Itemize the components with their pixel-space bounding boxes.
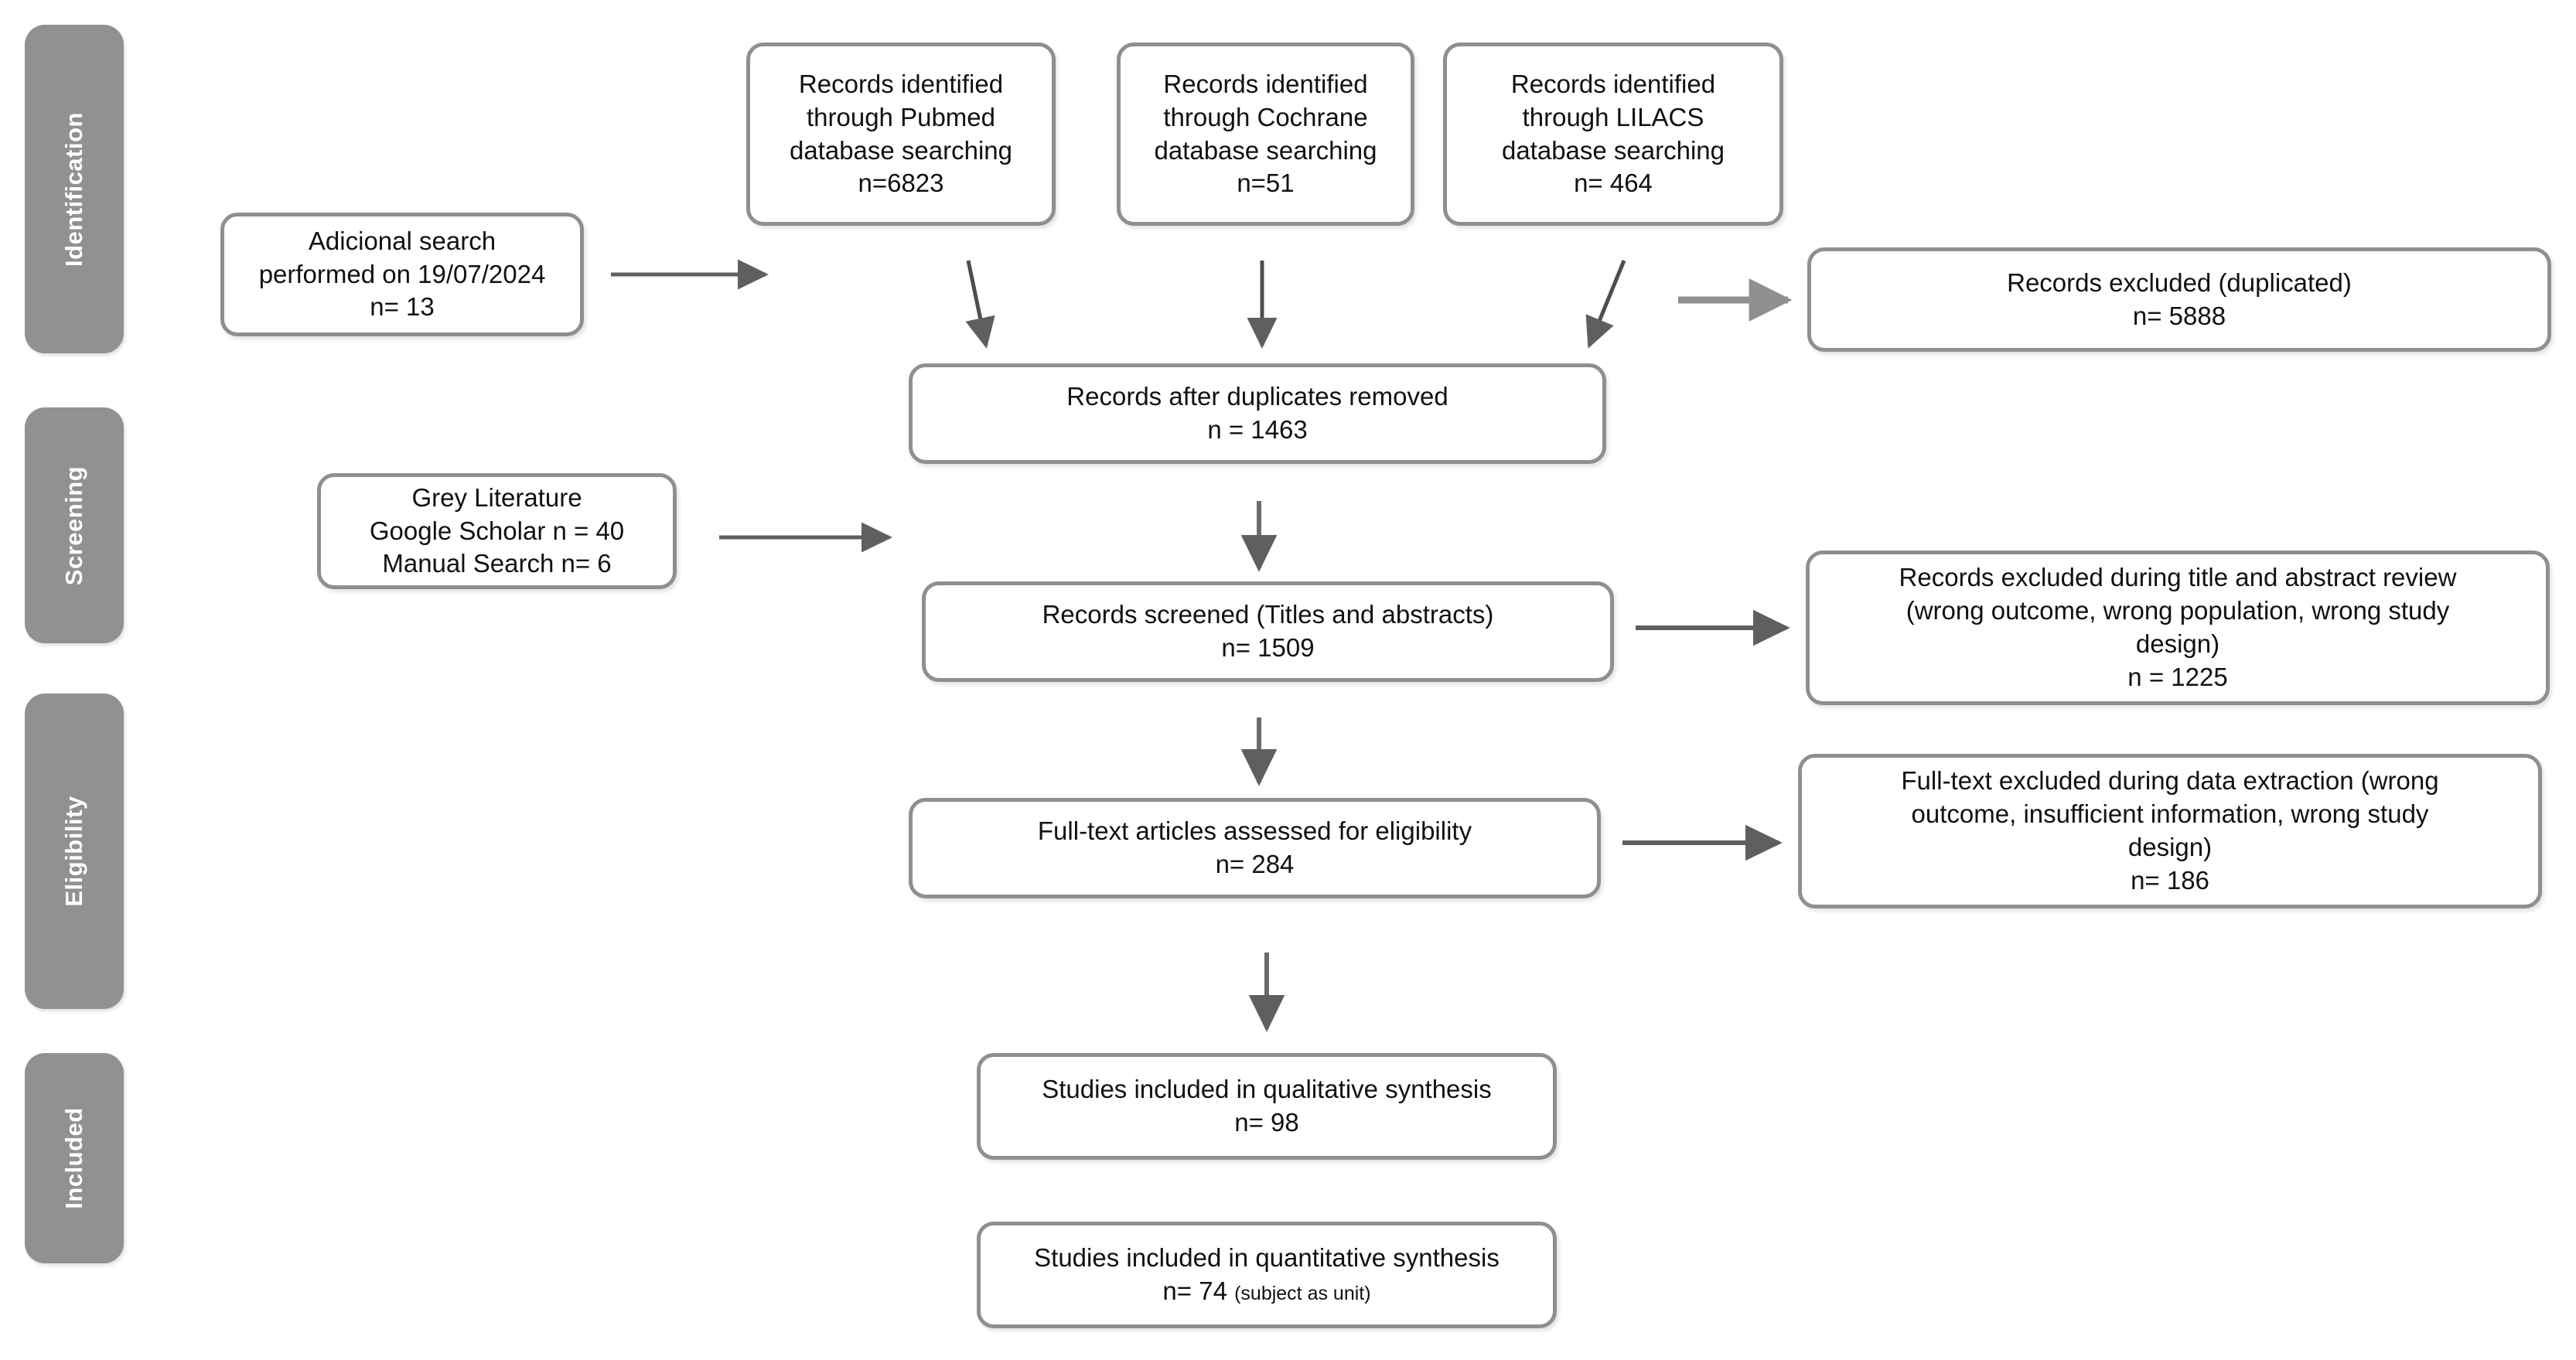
box-lilacs-records: Records identified through LILACS databa… bbox=[1443, 43, 1783, 226]
box-cochrane-records: Records identified through Cochrane data… bbox=[1117, 43, 1414, 226]
phase-label-eligibility: Eligibility bbox=[60, 796, 87, 907]
phase-bar-included: Included bbox=[25, 1053, 124, 1263]
phase-label-screening: Screening bbox=[60, 465, 87, 585]
box-cochrane-records-text: Records identified through Cochrane data… bbox=[1154, 69, 1377, 198]
box-fulltext-excluded-text: Full-text excluded during data extractio… bbox=[1901, 766, 2439, 895]
box-grey-literature: Grey Literature Google Scholar n = 40 Ma… bbox=[317, 473, 677, 589]
box-adicional-search-text: Adicional search performed on 19/07/2024… bbox=[258, 226, 546, 322]
arrow-pubmed-to-afterdup bbox=[965, 260, 995, 349]
box-fulltext-assessed-text: Full-text articles assessed for eligibil… bbox=[1037, 816, 1472, 878]
phase-bar-identification: Identification bbox=[25, 25, 124, 353]
phase-label-included: Included bbox=[60, 1107, 87, 1209]
box-records-after-duplicates: Records after duplicates removed n = 146… bbox=[909, 363, 1606, 464]
box-grey-literature-text: Grey Literature Google Scholar n = 40 Ma… bbox=[369, 482, 625, 578]
box-records-excluded-duplicated: Records excluded (duplicated) n= 5888 bbox=[1807, 247, 2551, 352]
box-adicional-search: Adicional search performed on 19/07/2024… bbox=[220, 213, 584, 336]
box-records-screened: Records screened (Titles and abstracts) … bbox=[922, 581, 1614, 682]
phase-label-identification: Identification bbox=[60, 111, 87, 267]
arrow-lilacs-to-afterdup bbox=[1585, 260, 1626, 349]
box-quantitative-synthesis: Studies included in quantitative synthes… bbox=[977, 1222, 1557, 1328]
box-pubmed-records-text: Records identified through Pubmed databa… bbox=[789, 69, 1013, 198]
box-records-screened-text: Records screened (Titles and abstracts) … bbox=[1042, 600, 1494, 662]
box-lilacs-records-text: Records identified through LILACS databa… bbox=[1501, 69, 1725, 198]
box-excluded-title-abstract: Records excluded during title and abstra… bbox=[1806, 550, 2550, 705]
phase-bar-eligibility: Eligibility bbox=[25, 694, 124, 1009]
box-quantitative-synthesis-note: (subject as unit) bbox=[1234, 1283, 1371, 1304]
phase-bar-screening: Screening bbox=[25, 407, 124, 643]
box-excluded-title-abstract-text: Records excluded during title and abstra… bbox=[1899, 563, 2457, 691]
box-qualitative-synthesis: Studies included in qualitative synthesi… bbox=[977, 1053, 1557, 1160]
box-quantitative-synthesis-text: Studies included in quantitative synthes… bbox=[1023, 1242, 1510, 1308]
box-records-after-duplicates-text: Records after duplicates removed n = 146… bbox=[1066, 382, 1448, 444]
box-pubmed-records: Records identified through Pubmed databa… bbox=[746, 43, 1056, 226]
box-fulltext-assessed: Full-text articles assessed for eligibil… bbox=[909, 798, 1601, 898]
box-records-excluded-duplicated-text: Records excluded (duplicated) n= 5888 bbox=[2007, 268, 2352, 330]
box-qualitative-synthesis-text: Studies included in qualitative synthesi… bbox=[1042, 1075, 1492, 1137]
box-quantitative-synthesis-main: Studies included in quantitative synthes… bbox=[1034, 1243, 1500, 1305]
box-fulltext-excluded: Full-text excluded during data extractio… bbox=[1798, 754, 2542, 908]
